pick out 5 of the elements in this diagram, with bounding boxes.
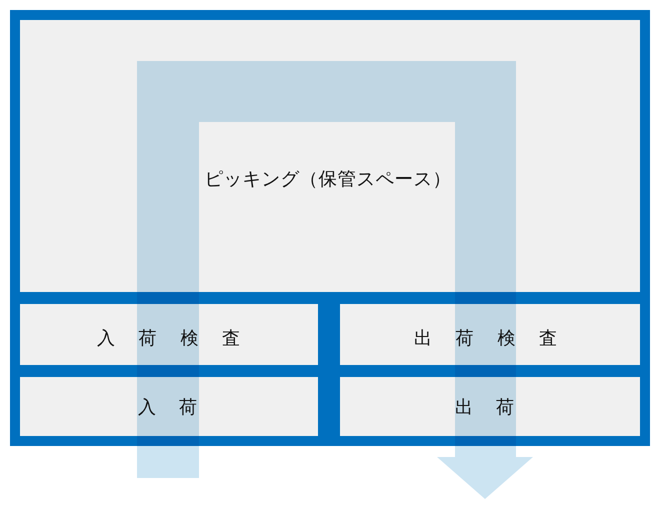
zone-label: 出荷 xyxy=(455,397,514,419)
zone-label: 出荷検査 xyxy=(414,328,557,350)
zone-label: ピッキング（保管スペース） xyxy=(204,168,452,192)
zone-label: 入荷検査 xyxy=(97,328,240,350)
zone-label: 入荷 xyxy=(138,397,197,419)
